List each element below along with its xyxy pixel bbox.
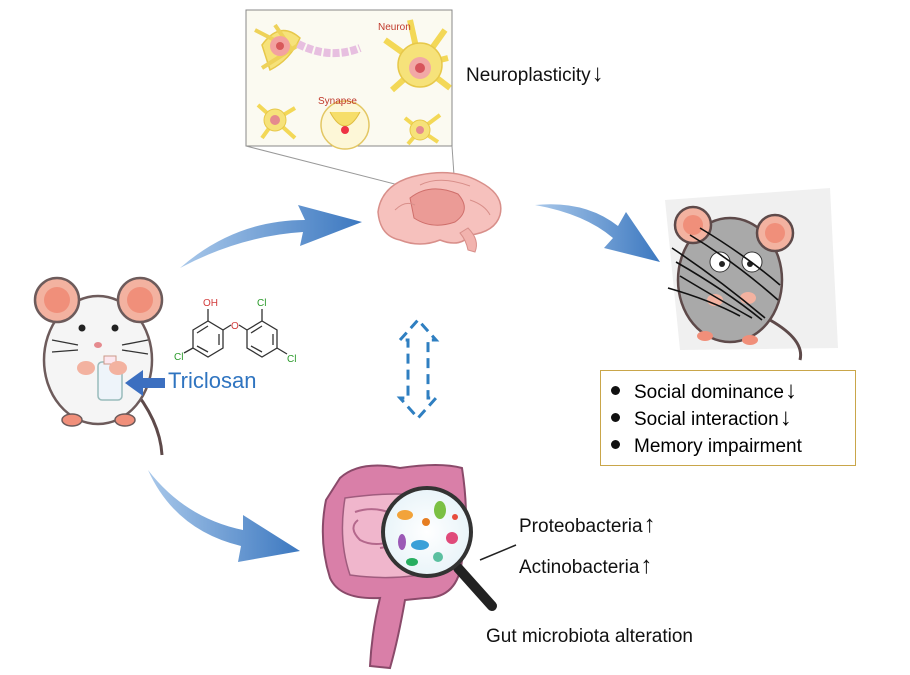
bullet-icon — [611, 413, 620, 423]
bacteria-name: Proteobacteria — [519, 516, 643, 537]
effect-item: Social interaction↓ — [611, 404, 855, 431]
triclosan-pointer-arrow — [125, 370, 165, 396]
arrow-brain-to-behavior — [535, 204, 660, 262]
actinobacteria-label: Actinobacteria↑ — [519, 552, 652, 580]
down-arrow-icon: ↓ — [779, 404, 792, 431]
effect-label: Social interaction — [634, 409, 779, 430]
magnifier-bacteria — [381, 486, 517, 611]
neuron-label: Neuron — [378, 22, 411, 33]
triclosan-label: Triclosan — [168, 368, 257, 393]
proteobacteria-label: Proteobacteria↑ — [519, 511, 656, 539]
brain-illustration — [377, 171, 502, 253]
gut-microbiota-label: Gut microbiota alteration — [486, 626, 693, 647]
bacteria-name: Actinobacteria — [519, 557, 640, 578]
neuroplasticity-text: Neuroplasticity — [466, 65, 591, 86]
neuroplasticity-label: Neuroplasticity↓ — [466, 60, 604, 88]
impaired-mouse-panel — [665, 188, 838, 361]
down-arrow-icon: ↓ — [784, 377, 797, 404]
synapse-label: Synapse — [318, 96, 357, 107]
effect-item: Memory impairment — [611, 431, 855, 458]
ether-oxygen-label: O — [231, 321, 239, 332]
chloro-label-left: Cl — [174, 352, 183, 363]
bullet-icon — [611, 386, 620, 396]
chloro-label-right: Cl — [287, 354, 296, 365]
effect-item: Social dominance↓ — [611, 377, 855, 404]
up-arrow-icon: ↑ — [640, 552, 653, 579]
gut-brain-axis-dashed-arrow — [396, 317, 440, 421]
triclosan-structure — [183, 309, 288, 358]
hydroxyl-label: OH — [203, 298, 218, 309]
effect-label: Social dominance — [634, 382, 784, 403]
up-arrow-icon: ↑ — [643, 511, 656, 538]
behavior-effects-box: Social dominance↓ Social interaction↓ Me… — [600, 370, 856, 466]
effect-label: Memory impairment — [634, 436, 802, 457]
arrow-mouse-to-gut — [148, 470, 300, 562]
arrow-mouse-to-brain — [180, 205, 362, 268]
bullet-icon — [611, 440, 620, 450]
neuron-illustration: Neuron Synapse — [245, 9, 456, 191]
chloro-label-top: Cl — [257, 298, 266, 309]
down-arrow-icon: ↓ — [591, 60, 604, 87]
mouse-with-triclosan — [33, 276, 164, 456]
